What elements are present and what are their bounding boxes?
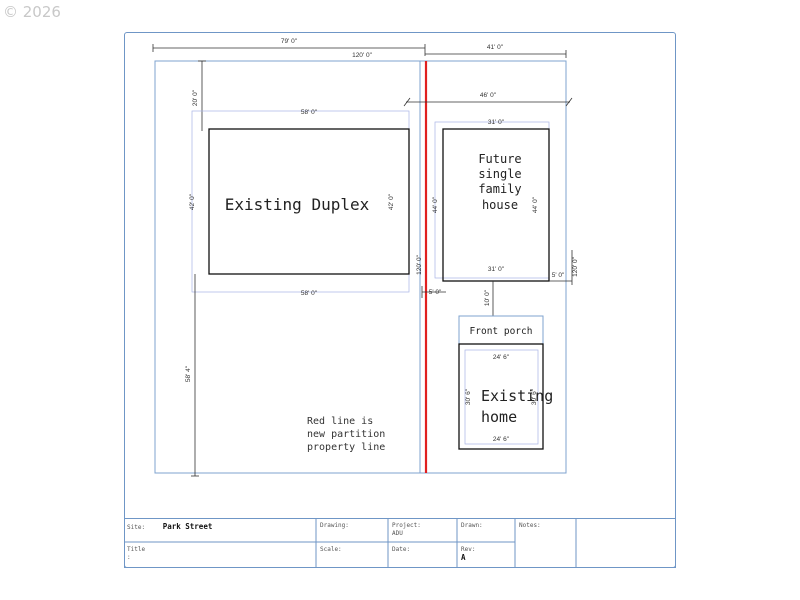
dim-duplex-left: 42' 0" <box>189 193 196 210</box>
future-house-label-line-3: family <box>478 182 521 196</box>
dim-10: 10' 0" <box>484 289 491 306</box>
dim-5-right: 5' 0" <box>552 272 565 279</box>
existing-duplex-building <box>208 128 410 275</box>
title-label: Title <box>127 546 146 553</box>
dim-fh-left: 44' 0" <box>432 196 439 213</box>
future-house-label-line-1: Future <box>478 152 521 166</box>
site-label: Site: <box>127 524 146 531</box>
title-cell: Title : <box>125 543 315 565</box>
dim-eh-right: 30' 6" <box>531 388 538 405</box>
right-lot-outline <box>419 60 567 474</box>
dim-top-79: 79' 0" <box>281 38 298 45</box>
existing-home-label: Existing home <box>481 387 553 426</box>
drawn-cell: Drawn: <box>459 519 515 532</box>
drawn-label: Drawn: <box>461 522 483 529</box>
dim-fh-top: 31' 0" <box>488 119 505 126</box>
duplex-label: Existing Duplex <box>225 195 370 214</box>
dim-eh-bottom: 24' 6" <box>493 436 510 443</box>
existing-home-guide <box>464 349 539 445</box>
notes-label: Notes: <box>519 522 541 529</box>
rev-cell: Rev: A <box>459 543 515 565</box>
title-block: Site: Park Street Drawing: Project: ADU … <box>124 518 676 568</box>
future-house-building <box>442 128 550 282</box>
future-house-label-line-4: house <box>482 198 518 212</box>
drawing-sheet <box>124 32 676 568</box>
copyright-watermark: © 2026 <box>3 3 61 21</box>
scale-cell: Scale: <box>318 543 388 556</box>
dim-center-120: 120' 0" <box>416 254 423 275</box>
drawing-cell: Drawing: <box>318 519 388 532</box>
existing-home-label-line-2: home <box>481 408 517 426</box>
site-value: Park Street <box>162 522 213 531</box>
dim-46: 46' 0" <box>480 92 497 99</box>
partition-note-line-2: new partition <box>307 429 385 440</box>
notes-cell: Notes: <box>517 519 575 532</box>
project-cell: Project: ADU <box>390 519 456 541</box>
site-cell: Site: Park Street <box>125 519 315 534</box>
partition-note: Red line is new partition property line <box>307 416 385 453</box>
drawing-label: Drawing: <box>320 522 349 529</box>
rev-value: A <box>461 553 466 562</box>
existing-home-building <box>458 343 544 450</box>
scale-label: Scale: <box>320 546 342 553</box>
partition-note-line-3: property line <box>307 442 385 453</box>
date-label: Date: <box>392 546 411 553</box>
title-value: : <box>127 554 131 561</box>
existing-home-label-line-1: Existing <box>481 387 553 405</box>
partition-note-line-1: Red line is <box>307 416 373 427</box>
porch-label: Front porch <box>470 326 533 337</box>
future-house-label: Future single family house <box>478 152 521 212</box>
dim-right-120: 120' 0" <box>572 256 579 277</box>
date-cell: Date: <box>390 543 456 556</box>
dim-duplex-right: 42' 0" <box>388 193 395 210</box>
dim-eh-top: 24' 6" <box>493 354 510 361</box>
rev-label: Rev: <box>461 546 476 553</box>
dim-eh-left: 30' 6" <box>465 388 472 405</box>
dim-20: 20' 0" <box>192 89 199 106</box>
dim-fh-bottom: 31' 0" <box>488 266 505 273</box>
dim-top-120: 120' 0" <box>352 52 373 59</box>
project-value: ADU <box>392 530 403 537</box>
dim-fh-right: 44' 0" <box>532 196 539 213</box>
dim-duplex-bottom: 58' 0" <box>301 290 318 297</box>
dim-5-left: 5' 0" <box>429 289 442 296</box>
dim-top-41: 41' 0" <box>487 44 504 51</box>
dim-58-4: 58' 4" <box>185 365 192 382</box>
future-house-label-line-2: single <box>478 167 521 181</box>
dim-duplex-top: 58' 0" <box>301 109 318 116</box>
project-label: Project: <box>392 522 421 529</box>
